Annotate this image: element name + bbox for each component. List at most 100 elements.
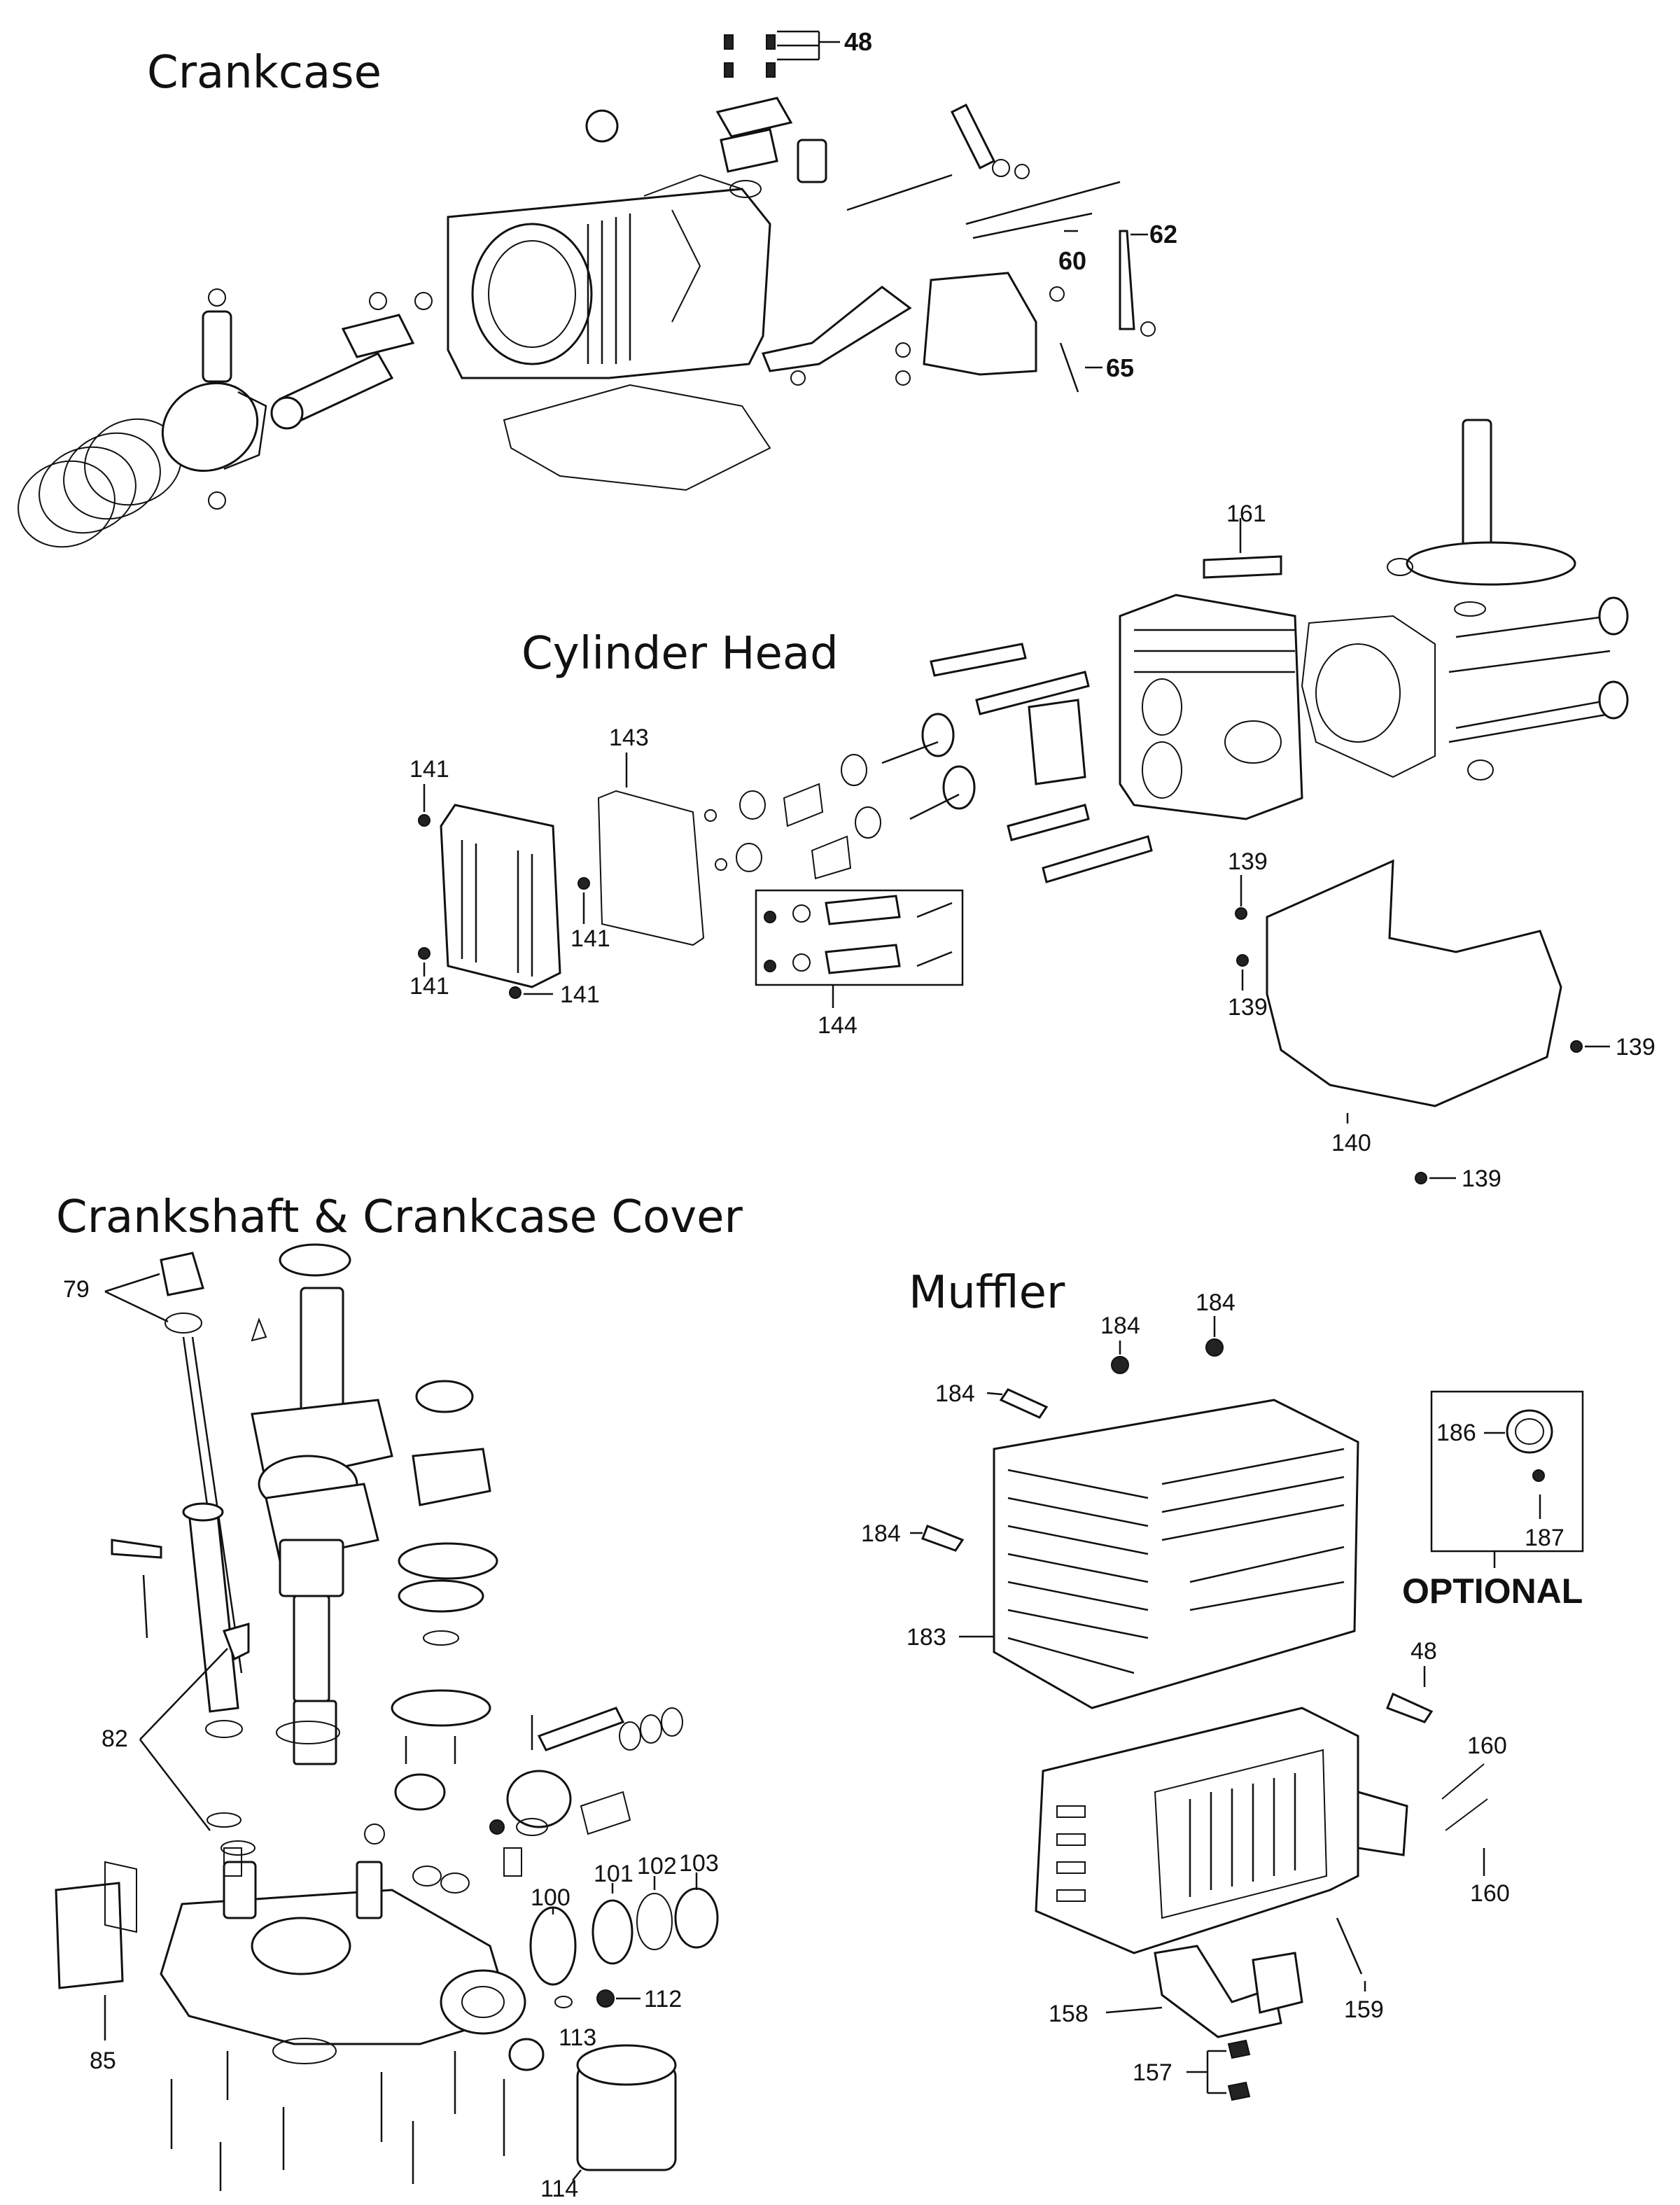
oil-filter: [576, 2044, 677, 2171]
label-100: 100: [531, 1884, 570, 1911]
label-141-c: 141: [410, 973, 449, 1000]
label-184-a: 184: [1100, 1312, 1140, 1339]
push-rods: [1448, 596, 1629, 780]
label-160-a: 160: [1467, 1732, 1507, 1759]
crankshaft-title: Crankshaft & Crankcase Cover: [56, 1191, 743, 1243]
leader-82: [139, 1648, 228, 1831]
valve-cover: [440, 804, 561, 988]
dipstick-tube: [182, 1502, 250, 1738]
heat-shield: [993, 1399, 1359, 1709]
leader-114: [572, 2169, 582, 2181]
plug-103: [674, 1887, 719, 1949]
label-158: 158: [1049, 2001, 1088, 2027]
label-139-a: 139: [1228, 848, 1268, 875]
screw-139: [1235, 907, 1247, 920]
crankcase-title: Crankcase: [147, 47, 382, 99]
bolt-141: [418, 947, 430, 960]
oil-sensor: [55, 1882, 124, 1989]
stud-159: [1336, 1917, 1363, 1975]
label-186: 186: [1436, 1420, 1476, 1446]
screw-139: [1570, 1040, 1583, 1053]
exhaust-pipe: [1154, 1945, 1303, 2038]
tube-bolt: [111, 1539, 162, 1559]
screw-184: [1111, 1356, 1129, 1374]
valve-cover-gasket: [597, 790, 705, 946]
label-139-d: 139: [1462, 1166, 1502, 1192]
label-112: 112: [644, 1986, 682, 2012]
rocker-arm-kit: [764, 895, 953, 974]
governor-linkage: [761, 103, 1156, 393]
cylinder-head-section: Cylinder Head 161: [410, 419, 1656, 1192]
bolt-48: [1386, 1692, 1434, 1723]
rocker-arm-kit-box: [755, 889, 964, 986]
camshaft: [1387, 419, 1576, 617]
piston: [161, 382, 267, 472]
label-141-a: 141: [410, 756, 449, 783]
label-48-muffler: 48: [1410, 1638, 1437, 1665]
cover-bolts: [170, 2051, 505, 2191]
cylinder-head: [1119, 594, 1303, 820]
optional-label: OPTIONAL: [1402, 1572, 1583, 1611]
crankcase-section: Crankcase: [18, 27, 1177, 548]
piston-pin: [202, 310, 232, 383]
breather-assembly: [715, 34, 827, 198]
label-65: 65: [1106, 354, 1134, 382]
head-gasket-bore: [1315, 643, 1401, 743]
spark-plug: [1203, 518, 1282, 579]
label-159: 159: [1344, 1996, 1384, 2023]
oring-102: [636, 1893, 673, 1950]
bolt-141: [418, 814, 430, 827]
screw-184: [921, 1525, 965, 1552]
label-82: 82: [102, 1726, 128, 1752]
screw-184: [1205, 1338, 1224, 1357]
head-gasket: [1301, 615, 1436, 778]
label-114: 114: [540, 2176, 578, 2202]
label-141-b: 141: [570, 925, 610, 952]
connecting-rod: [270, 292, 433, 430]
label-184-d: 184: [861, 1520, 901, 1547]
label-139-b: 139: [1228, 994, 1268, 1021]
cylinder-shroud: [1266, 859, 1562, 1107]
label-113: 113: [559, 2024, 596, 2051]
screw-139: [1415, 1172, 1427, 1184]
crankshaft-section: Crankshaft & Crankcase Cover 79 82: [55, 1191, 743, 2202]
valve-train: [704, 713, 976, 880]
label-60: 60: [1058, 246, 1086, 275]
label-184-c: 184: [935, 1380, 975, 1407]
leader-157: [1186, 2050, 1226, 2094]
leader-79: [104, 1273, 160, 1293]
filter-100: [529, 1906, 577, 1986]
label-184-b: 184: [1196, 1289, 1236, 1316]
label-143: 143: [609, 724, 649, 751]
pin-clip: [208, 288, 226, 307]
crankcase-block: [447, 109, 771, 379]
label-144: 144: [818, 1012, 858, 1039]
nut-157: [1227, 2081, 1251, 2101]
pin-clip: [208, 491, 226, 510]
optional-box: [1430, 1390, 1584, 1553]
leader-158: [1105, 2006, 1163, 2014]
bolt-141: [509, 986, 522, 999]
muffler-title: Muffler: [909, 1267, 1065, 1319]
nut-157: [1227, 2039, 1251, 2059]
head-bolts: [930, 643, 1153, 883]
label-157: 157: [1133, 2059, 1172, 2086]
bolt-112: [596, 1989, 615, 2008]
label-101: 101: [594, 1861, 634, 1887]
balancer-assembly: [391, 1380, 498, 1811]
drain-plug: [508, 2038, 545, 2071]
muffler-section: Muffler 184 184 184 184: [861, 1267, 1584, 2101]
label-183: 183: [906, 1624, 946, 1651]
label-102: 102: [637, 1853, 677, 1879]
spring-101: [592, 1899, 634, 1965]
label-85: 85: [90, 2047, 116, 2074]
spark-arrestor: [1506, 1409, 1553, 1482]
label-62: 62: [1149, 220, 1177, 248]
label-141-d: 141: [560, 981, 600, 1008]
muffler-body: [1035, 1707, 1408, 1954]
cylinder-head-title: Cylinder Head: [522, 628, 839, 680]
label-139-c: 139: [1616, 1034, 1656, 1060]
crankcase-gasket: [503, 384, 771, 491]
bolt-141: [578, 877, 590, 890]
